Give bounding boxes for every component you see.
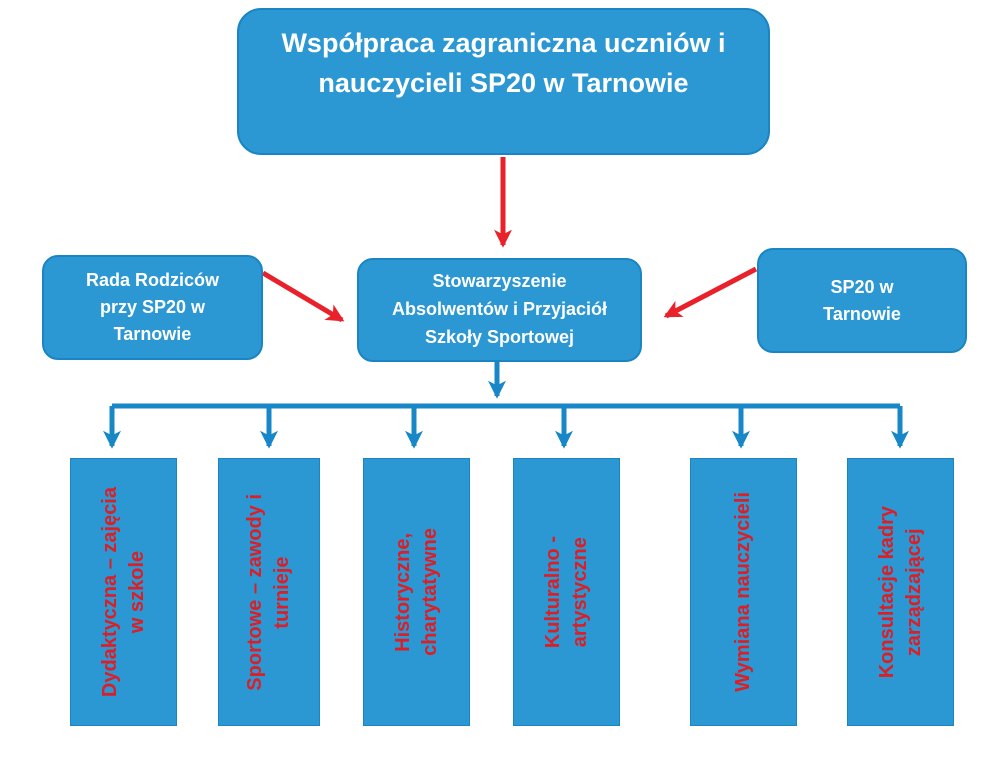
center-box-stowarzyszenie: Stowarzyszenie Absolwentów i Przyjaciół … [357,258,642,362]
bottom-box-kulturalno: Kulturalno - artystyczne [513,458,620,726]
left-box-label: Rada Rodziców przy SP20 w Tarnowie [85,270,219,344]
bottom-box-label: Konsultacje kadry zarządzającej [875,505,925,679]
bottom-box-label: Sportowe – zawody i turnieje [244,493,293,691]
right-box-label: SP20 w Tarnowie [823,276,901,324]
bottom-box-label: Historyczne, charytatywne [391,528,441,656]
red-arrow-right-to-center [663,266,758,319]
center-box-label: Stowarzyszenie Absolwentów i Przyjaciół … [391,271,608,347]
bottom-box-dydaktyczna: Dydaktyczna – zajęcia w szkole [70,458,177,726]
right-box-sp20: SP20 w Tarnowie [757,248,967,353]
bottom-box-wymiana: Wymiana nauczycieli [690,458,797,726]
bottom-box-label: Kulturalno - artystyczne [541,535,591,649]
top-box-label: Współpraca zagraniczna uczniów i nauczyc… [281,28,726,98]
bottom-box-sportowe: Sportowe – zawody i turnieje [218,458,320,726]
red-arrow-left-to-center [261,270,345,323]
bottom-box-historyczne: Historyczne, charytatywne [363,458,470,726]
bottom-box-konsultacje: Konsultacje kadry zarządzającej [847,458,954,726]
left-box-rada-rodzicow: Rada Rodziców przy SP20 w Tarnowie [42,255,263,360]
top-box: Współpraca zagraniczna uczniów i nauczyc… [237,8,770,155]
bottom-box-label: Wymiana nauczycieli [732,492,754,692]
bottom-box-label: Dydaktyczna – zajęcia w szkole [98,486,148,698]
